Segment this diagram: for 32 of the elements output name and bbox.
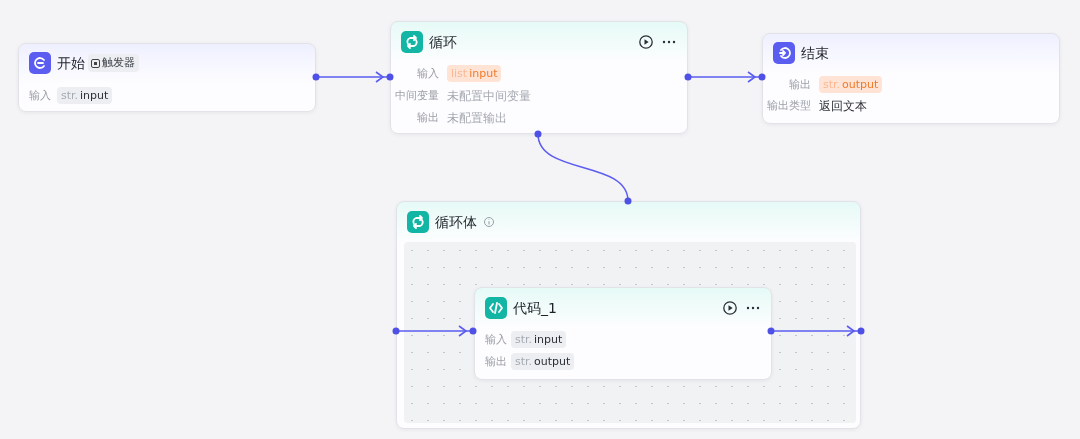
variable-name: input xyxy=(469,67,498,80)
field-value: 返回文本 xyxy=(819,98,867,115)
field-value: 未配置中间变量 xyxy=(447,88,531,105)
node-title: 开始 xyxy=(57,54,85,73)
field-label: 输入 xyxy=(485,332,507,348)
type-prefix: str. xyxy=(515,333,533,346)
group-card xyxy=(396,201,861,429)
field-label: 输出 xyxy=(485,354,507,370)
node-card xyxy=(762,33,1060,124)
node-card xyxy=(474,287,772,380)
type-prefix: str. xyxy=(61,89,79,102)
node-card xyxy=(18,43,316,112)
node-title: 结束 xyxy=(801,44,829,63)
field-label: 输出 xyxy=(788,77,811,93)
node-card xyxy=(390,21,688,134)
type-prefix: str. xyxy=(823,78,841,91)
variable-name: output xyxy=(842,78,879,91)
node-title: 循环体 xyxy=(435,213,477,232)
node-title: 代码_1 xyxy=(513,299,557,318)
field-label: 中间变量 xyxy=(395,88,439,104)
variable-name: input xyxy=(534,333,563,346)
variable-name: output xyxy=(534,355,571,368)
type-prefix: list xyxy=(451,67,468,80)
field-label: 输入 xyxy=(29,88,52,104)
badge-text: 触发器 xyxy=(102,56,135,70)
field-label: 输出 xyxy=(416,110,439,126)
type-prefix: str. xyxy=(515,355,533,368)
node-title: 循环 xyxy=(429,33,457,52)
field-label: 输出类型 xyxy=(767,98,811,114)
variable-name: input xyxy=(80,89,109,102)
field-value: 未配置输出 xyxy=(447,110,507,127)
field-label: 输入 xyxy=(416,66,439,82)
